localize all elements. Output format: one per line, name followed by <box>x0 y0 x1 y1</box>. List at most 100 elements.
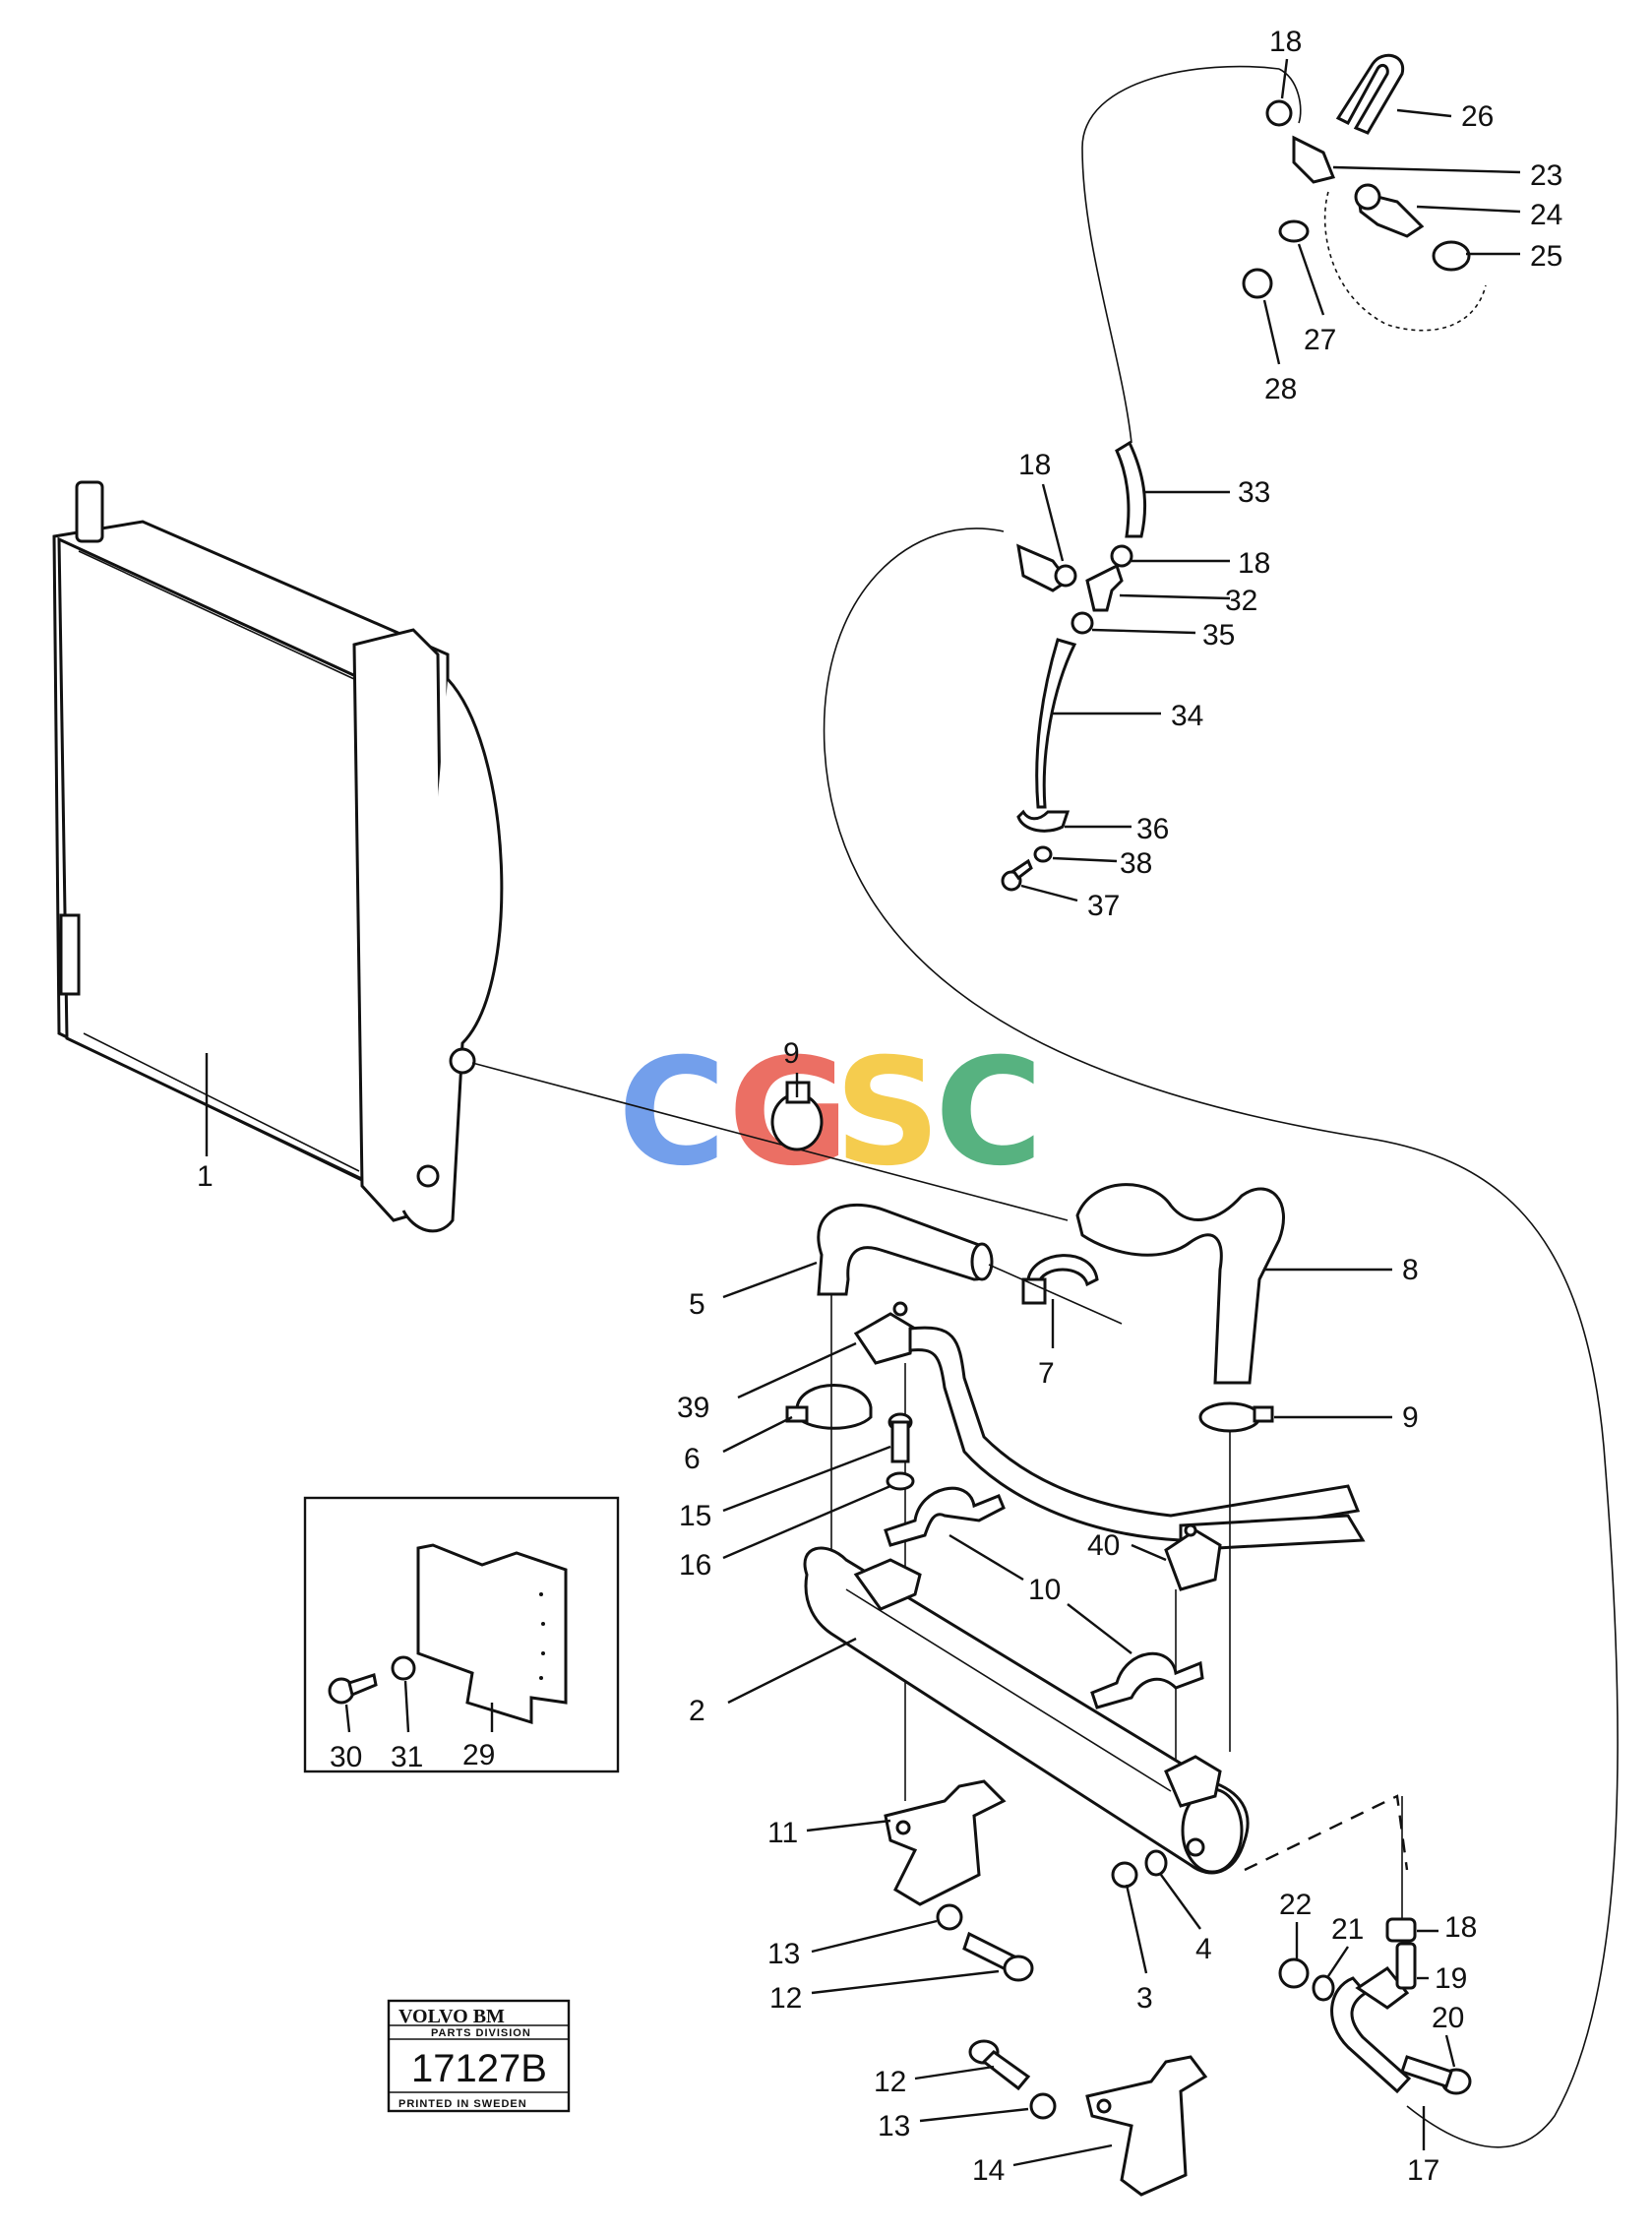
watermark-logo: C G S C <box>618 1027 1043 1199</box>
inset-box <box>303 1496 620 1773</box>
bracket-part-10-bottom <box>1090 1651 1204 1709</box>
plate-part-29 <box>416 1543 568 1725</box>
label-6: 6 <box>684 1443 701 1475</box>
tee-part-32 <box>1085 563 1124 612</box>
bolt-part-20 <box>1400 2055 1472 2095</box>
washer-part-21 <box>1312 1974 1335 2002</box>
label-18-right: 18 <box>1238 547 1270 580</box>
label-27: 27 <box>1304 324 1336 356</box>
label-15: 15 <box>679 1500 711 1532</box>
label-9-top: 9 <box>783 1037 800 1070</box>
tube-part-17 <box>1330 1965 1412 2094</box>
fitting-part-18-left <box>1016 543 1077 592</box>
label-22: 22 <box>1279 1889 1312 1921</box>
label-12-lower: 12 <box>874 2066 906 2098</box>
label-26: 26 <box>1461 100 1494 133</box>
label-40: 40 <box>1087 1529 1120 1562</box>
label-20: 20 <box>1432 2002 1464 2034</box>
bolt-part-12-lower <box>968 2039 1031 2091</box>
pipe-bracket-part-39 <box>853 1301 917 1365</box>
washer-part-27 <box>1278 219 1310 243</box>
label-18-top: 18 <box>1269 26 1302 58</box>
washer-part-38 <box>1033 845 1053 863</box>
label-25: 25 <box>1530 240 1562 273</box>
hose-part-8 <box>1075 1183 1285 1385</box>
label-30: 30 <box>330 1741 362 1773</box>
label-4: 4 <box>1195 1933 1212 1965</box>
fitting-part-24 <box>1354 183 1425 238</box>
clamp-part-9-right <box>1198 1401 1274 1433</box>
nipple-part-23 <box>1292 135 1336 184</box>
stamp-division: PARTS DIVISION <box>431 2027 531 2039</box>
label-16: 16 <box>679 1549 711 1582</box>
cap-part-25 <box>1432 240 1471 272</box>
nut-part-13-upper <box>936 1903 963 1931</box>
label-11: 11 <box>767 1817 798 1849</box>
label-7: 7 <box>1038 1357 1055 1390</box>
bracket-part-10-top <box>884 1486 1006 1547</box>
fitting-part-18-right <box>1110 544 1133 568</box>
label-17: 17 <box>1407 2154 1439 2187</box>
label-18-left: 18 <box>1018 449 1051 481</box>
nut-part-22 <box>1278 1957 1310 1989</box>
label-5: 5 <box>689 1288 705 1321</box>
label-12-upper: 12 <box>769 1982 802 2015</box>
bracket-part-14 <box>1085 2055 1208 2197</box>
fitting-part-18-top <box>1265 99 1293 127</box>
bolt-part-30 <box>328 1673 378 1705</box>
bolt-part-15 <box>887 1412 913 1463</box>
clip-part-36 <box>1016 809 1071 833</box>
label-14: 14 <box>972 2154 1005 2187</box>
label-18-lower: 18 <box>1444 1911 1477 1944</box>
label-37: 37 <box>1087 890 1120 922</box>
label-10: 10 <box>1028 1574 1061 1606</box>
parts-division-stamp: VOLVO BM PARTS DIVISION 17127B PRINTED I… <box>387 1999 571 2113</box>
stamp-number: 17127B <box>411 2047 547 2090</box>
hose-part-5 <box>817 1203 994 1296</box>
bolt-part-3 <box>1111 1861 1138 1889</box>
label-28: 28 <box>1264 373 1297 405</box>
watermark-letter-1: C <box>618 1027 726 1199</box>
label-24: 24 <box>1530 199 1562 231</box>
fitting-part-19 <box>1395 1942 1417 1990</box>
radiator-part-1 <box>52 480 504 1233</box>
label-38: 38 <box>1120 847 1152 880</box>
label-31: 31 <box>391 1741 423 1773</box>
label-29: 29 <box>462 1739 495 1771</box>
label-21: 21 <box>1331 1913 1364 1946</box>
stamp-printed: PRINTED IN SWEDEN <box>398 2098 527 2110</box>
label-23: 23 <box>1530 159 1562 192</box>
bracket-part-11 <box>884 1779 1007 1906</box>
label-32: 32 <box>1225 585 1257 617</box>
nut-part-31 <box>391 1655 416 1681</box>
watermark-letter-4: C <box>935 1027 1043 1199</box>
label-36: 36 <box>1136 813 1169 845</box>
washer-part-16 <box>886 1471 915 1491</box>
label-2: 2 <box>689 1695 705 1727</box>
bolt-part-12-upper <box>962 1931 1034 1982</box>
hose-part-34 <box>1035 638 1077 809</box>
nut-part-28 <box>1242 268 1273 299</box>
label-9-right: 9 <box>1402 1401 1419 1434</box>
label-3: 3 <box>1136 1982 1153 2015</box>
clamp-part-35 <box>1071 611 1094 635</box>
fitting-part-18-lower <box>1385 1917 1417 1943</box>
label-33: 33 <box>1238 476 1270 509</box>
clamp-part-7 <box>1021 1254 1099 1305</box>
clamp-part-6 <box>785 1384 873 1430</box>
oil-cooler-part-2 <box>803 1546 1250 1875</box>
label-39: 39 <box>677 1392 709 1424</box>
hose-part-33 <box>1115 440 1147 538</box>
pipe-bracket-part-40 <box>1164 1523 1222 1591</box>
watermark-letter-3: S <box>834 1027 941 1199</box>
stamp-brand: VOLVO BM <box>398 2006 505 2027</box>
bolt-part-37 <box>1001 858 1033 892</box>
washer-part-4 <box>1144 1849 1168 1877</box>
label-13-upper: 13 <box>767 1938 800 1970</box>
label-34: 34 <box>1171 700 1203 732</box>
label-35: 35 <box>1202 619 1235 652</box>
label-13-lower: 13 <box>878 2110 910 2143</box>
nut-part-13-lower <box>1029 2092 1057 2120</box>
clip-part-26 <box>1335 53 1405 135</box>
